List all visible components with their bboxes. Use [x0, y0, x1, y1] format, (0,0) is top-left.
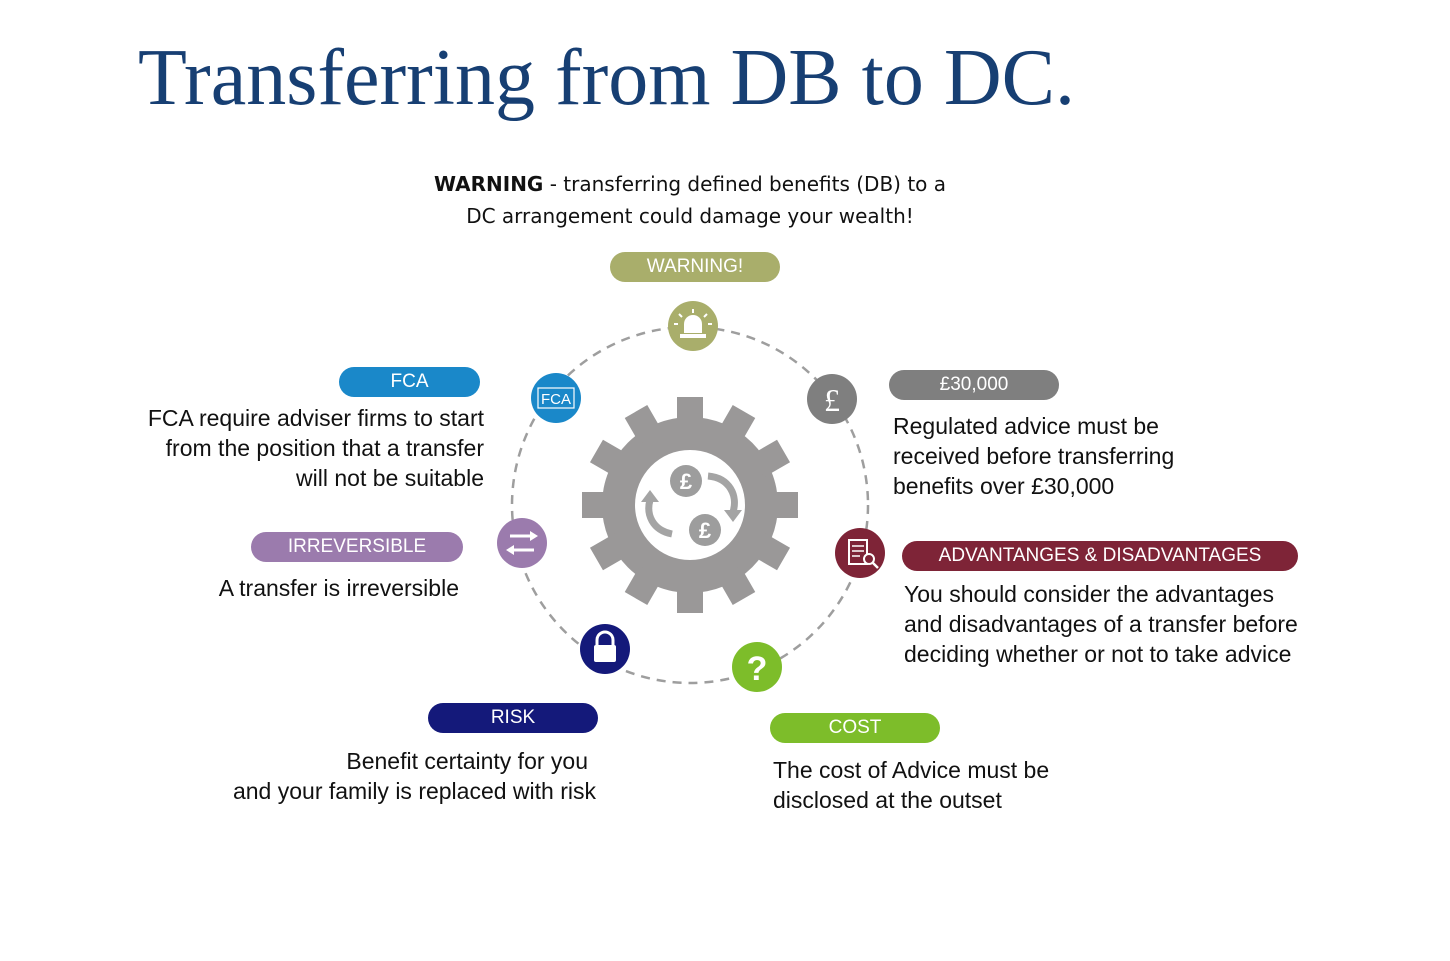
threshold-description: Regulated advice must be received before… [893, 411, 1293, 501]
gear-tooth [751, 532, 791, 571]
risk-line-2: and your family is replaced with risk [232, 778, 596, 804]
fca-description: FCA require adviser firms to start from … [60, 403, 484, 493]
gear-tooth [717, 566, 756, 606]
advantages-line-1: You should consider the advantages [904, 581, 1274, 607]
fca-logo-icon: FCA [531, 373, 581, 423]
fca-logo-text: FCA [541, 391, 571, 408]
warning-header: WARNING - transferring defined benefits … [330, 168, 1050, 232]
coin-top-symbol: £ [680, 469, 693, 494]
coin-bottom [689, 514, 721, 546]
gear-tooth [751, 439, 791, 478]
advantages-description: You should consider the advantages and d… [904, 579, 1404, 669]
threshold-line-1: Regulated advice must be [893, 413, 1159, 439]
alarm-light-icon [668, 301, 718, 351]
warning-header-line2: DC arrangement could damage your wealth! [466, 204, 914, 228]
cost-line-1: The cost of Advice must be [773, 757, 1050, 783]
gear-tooth [589, 532, 629, 571]
gear-tooth [582, 492, 612, 518]
coin-bottom-symbol: £ [699, 518, 712, 543]
gear-currency-exchange-icon: £ £ [582, 397, 798, 613]
gear-tooth [768, 492, 798, 518]
risk-description: Benefit certainty for you and your famil… [130, 746, 596, 806]
gear-tooth [677, 583, 703, 613]
page-title: Transferring from DB to DC. [138, 34, 1075, 122]
cost-description: The cost of Advice must be disclosed at … [773, 755, 1173, 815]
risk-pill: RISK [428, 703, 598, 733]
padlock-icon [580, 624, 630, 674]
question-icon-symbol: ? [747, 650, 768, 688]
exchange-arrow-top [707, 472, 738, 514]
document-search-icon [835, 528, 885, 578]
fca-pill: FCA [339, 367, 480, 397]
pound-icon: £ [807, 374, 857, 424]
risk-line-1: Benefit certainty for you [346, 748, 588, 774]
gear-tooth [677, 397, 703, 427]
advantages-line-3: deciding whether or not to take advice [904, 641, 1292, 667]
irreversible-line-1: A transfer is irreversible [218, 575, 459, 601]
swap-arrows-icon [497, 518, 547, 568]
advantages-line-2: and disadvantages of a transfer before [904, 611, 1298, 637]
cost-pill: COST [770, 713, 940, 743]
exchange-arrowhead-bottom [641, 490, 659, 502]
threshold-line-3: benefits over £30,000 [893, 473, 1115, 499]
cost-line-2: disclosed at the outset [773, 787, 1002, 813]
pound-icon-symbol: £ [824, 382, 840, 418]
question-mark-icon: ? [732, 642, 782, 692]
coin-top [670, 465, 702, 497]
advantages-pill: ADVANTANGES & DISADVANTAGES [902, 541, 1298, 571]
exchange-arrow-bottom [645, 499, 673, 538]
exchange-arrowhead-top [724, 510, 742, 522]
threshold-line-2: received before transferring [893, 443, 1175, 469]
gear-tooth [717, 404, 756, 444]
warning-header-line1: WARNING - transferring defined benefits … [330, 168, 1050, 200]
fca-line-3: will not be suitable [296, 465, 484, 491]
threshold-pill: £30,000 [889, 370, 1059, 400]
warning-header-rest: - transferring defined benefits (DB) to … [543, 172, 947, 196]
gear-tooth [624, 404, 663, 444]
gear-tooth [624, 566, 663, 606]
irreversible-description: A transfer is irreversible [100, 573, 459, 603]
fca-line-2: from the position that a transfer [165, 435, 484, 461]
gear-teeth [582, 397, 798, 613]
warning-header-bold: WARNING [433, 172, 544, 196]
fca-line-1: FCA require adviser firms to start [147, 405, 484, 431]
irreversible-pill: IRREVERSIBLE [251, 532, 463, 562]
gear-tooth [589, 439, 629, 478]
warning-pill: WARNING! [610, 252, 780, 282]
